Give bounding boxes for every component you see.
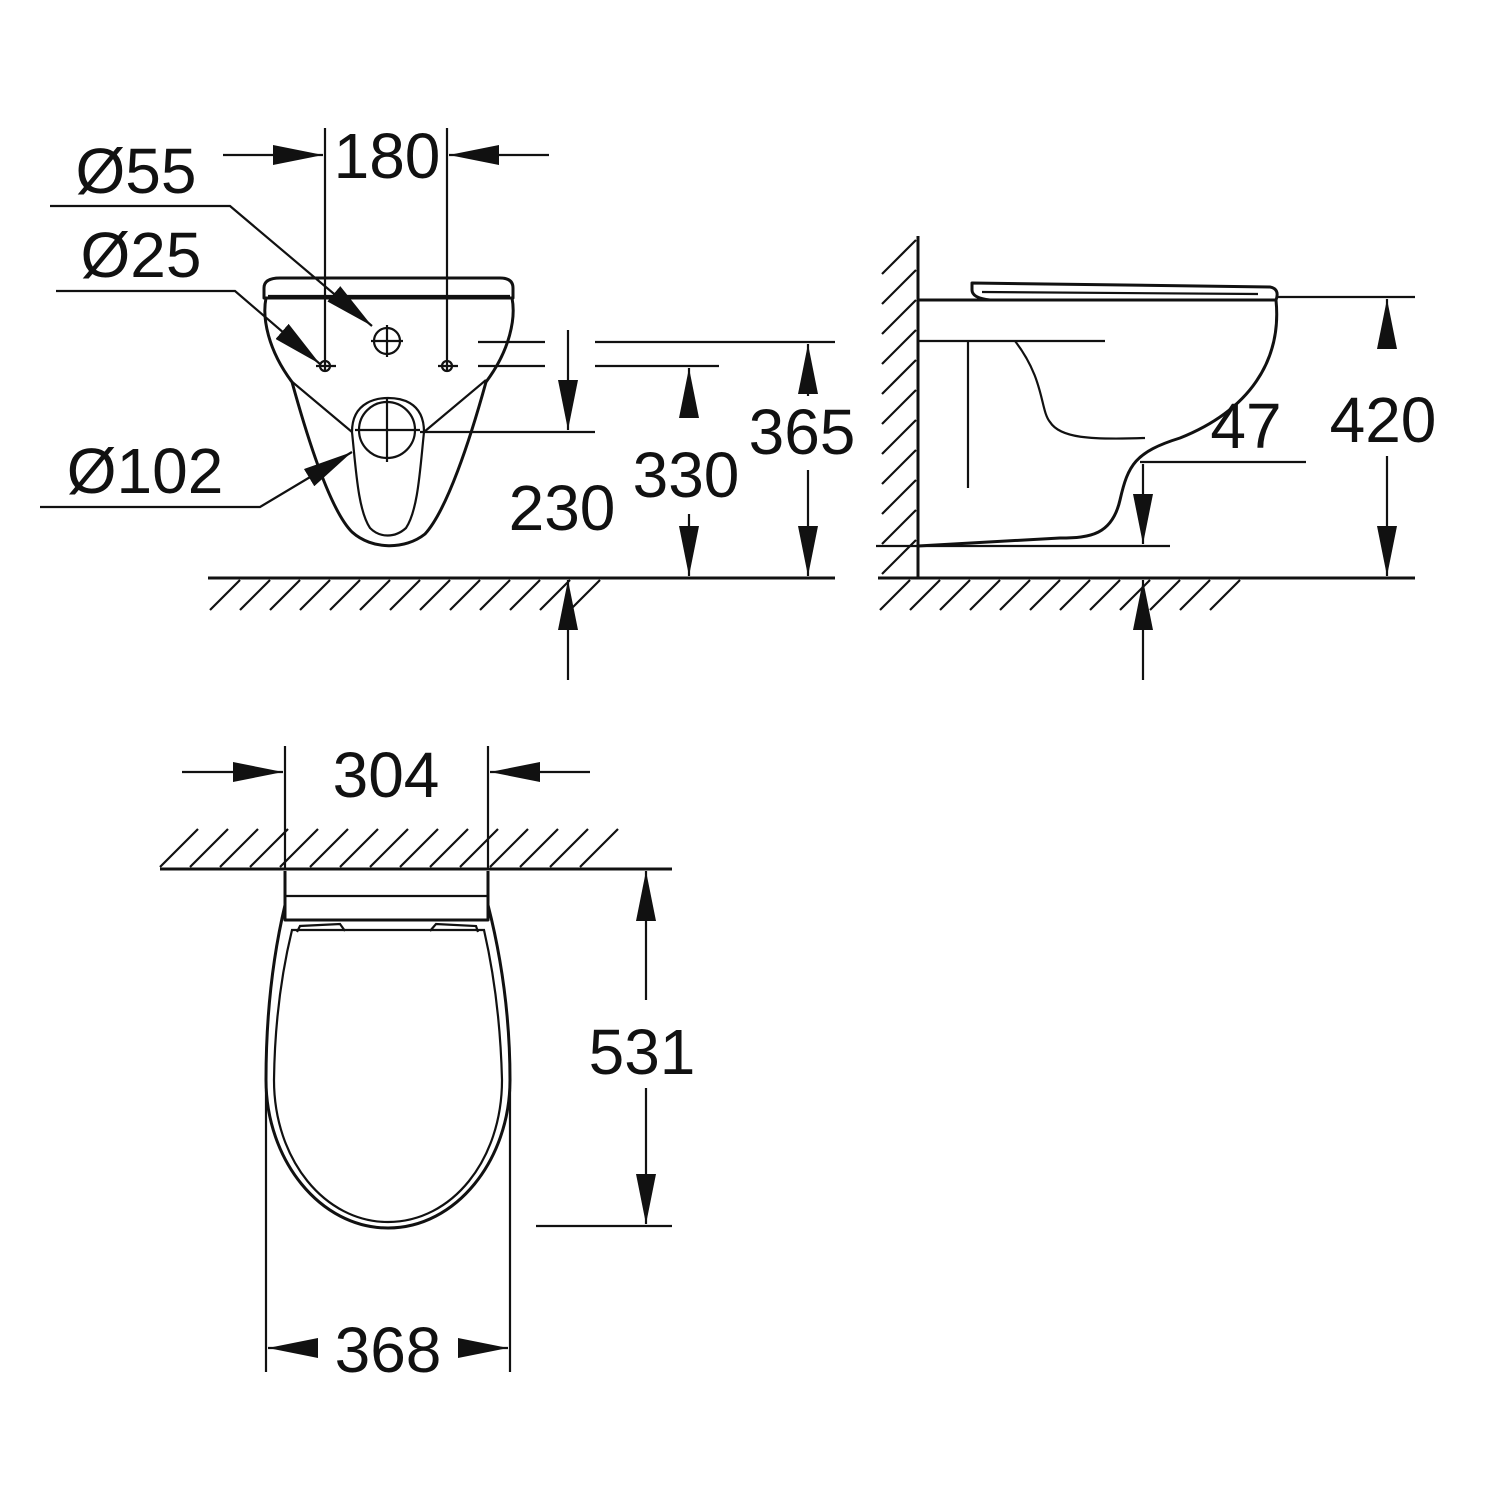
hatch-stroke — [419, 579, 451, 611]
front-dim-365: 365 — [749, 344, 856, 576]
side-dim-47: 47 — [1133, 390, 1306, 680]
side-view: 47 420 — [876, 236, 1436, 680]
top-view: 304 531 368 — [159, 739, 696, 1386]
hatch-stroke — [881, 389, 917, 425]
top-dim-531: 531 — [536, 871, 696, 1228]
hatch-stroke — [239, 579, 271, 611]
hatch-stroke — [279, 828, 319, 868]
hatch-stroke — [309, 828, 349, 868]
hatch-stroke — [1149, 579, 1181, 611]
hatch-stroke — [881, 419, 917, 455]
hatch-stroke — [269, 579, 301, 611]
hatch-stroke — [219, 828, 259, 868]
hatch-stroke — [1209, 579, 1241, 611]
hatch-stroke — [1059, 579, 1091, 611]
front-dia-55: Ø55 — [50, 135, 373, 327]
top-wall-hatch — [159, 828, 619, 868]
dia-55-label: Ø55 — [76, 135, 197, 207]
hatch-stroke — [209, 579, 241, 611]
hatch-stroke — [969, 579, 1001, 611]
hatch-stroke — [339, 828, 379, 868]
side-toilet-outline — [876, 281, 1279, 548]
hatch-stroke — [881, 269, 917, 305]
hatch-stroke — [939, 579, 971, 611]
hatch-stroke — [329, 579, 361, 611]
front-dia-25: Ø25 — [56, 219, 321, 365]
hatch-stroke — [389, 579, 421, 611]
front-dia-102: Ø102 — [40, 435, 353, 509]
dim-180-label: 180 — [334, 120, 441, 192]
hatch-stroke — [189, 828, 229, 868]
hatch-stroke — [881, 449, 917, 485]
hatch-stroke — [539, 579, 571, 611]
hatch-stroke — [881, 239, 917, 275]
dim-365-label: 365 — [749, 396, 856, 468]
hatch-stroke — [1179, 579, 1211, 611]
hatch-stroke — [369, 828, 409, 868]
hatch-stroke — [459, 828, 499, 868]
hatch-stroke — [489, 828, 529, 868]
hatch-stroke — [159, 828, 199, 868]
front-view: 180 Ø55 Ø25 Ø102 230 33 — [40, 120, 855, 680]
hatch-stroke — [509, 579, 541, 611]
dia-25-label: Ø25 — [81, 219, 202, 291]
hatch-stroke — [299, 579, 331, 611]
front-dim-230: 230 — [509, 330, 616, 680]
hatch-stroke — [909, 579, 941, 611]
side-dim-420: 420 — [1276, 295, 1437, 576]
hatch-stroke — [1089, 579, 1121, 611]
hatch-stroke — [519, 828, 559, 868]
hatch-stroke — [999, 579, 1031, 611]
hatch-stroke — [359, 579, 391, 611]
dim-304-label: 304 — [333, 739, 440, 811]
front-dim-330: 330 — [633, 368, 740, 576]
top-dim-368: 368 — [264, 1090, 512, 1386]
hatch-stroke — [1119, 579, 1151, 611]
hatch-stroke — [881, 299, 917, 335]
front-floor-hatch — [209, 579, 601, 611]
top-toilet-outline — [264, 871, 512, 1230]
dim-47-label: 47 — [1210, 390, 1281, 462]
hatch-stroke — [399, 828, 439, 868]
hatch-stroke — [249, 828, 289, 868]
side-floor-hatch — [879, 579, 1241, 611]
hatch-stroke — [579, 828, 619, 868]
hatch-stroke — [549, 828, 589, 868]
front-dim-180: 180 — [223, 120, 549, 372]
dia-102-label: Ø102 — [67, 435, 224, 507]
hatch-stroke — [881, 359, 917, 395]
dim-531-label: 531 — [589, 1016, 696, 1088]
hatch-stroke — [449, 579, 481, 611]
dim-368-label: 368 — [335, 1314, 442, 1386]
hatch-stroke — [881, 329, 917, 365]
hatch-stroke — [1029, 579, 1061, 611]
top-dim-304: 304 — [182, 739, 590, 869]
hatch-stroke — [479, 579, 511, 611]
dim-420-label: 420 — [1330, 384, 1437, 456]
dim-230-label: 230 — [509, 472, 616, 544]
side-wall-hatch — [881, 239, 917, 575]
hatch-stroke — [881, 509, 917, 545]
hatch-stroke — [429, 828, 469, 868]
hatch-stroke — [879, 579, 911, 611]
hatch-stroke — [569, 579, 601, 611]
front-toilet-outline — [262, 276, 515, 548]
hatch-stroke — [881, 479, 917, 515]
dim-330-label: 330 — [633, 439, 740, 511]
front-mounting-holes — [316, 325, 458, 462]
